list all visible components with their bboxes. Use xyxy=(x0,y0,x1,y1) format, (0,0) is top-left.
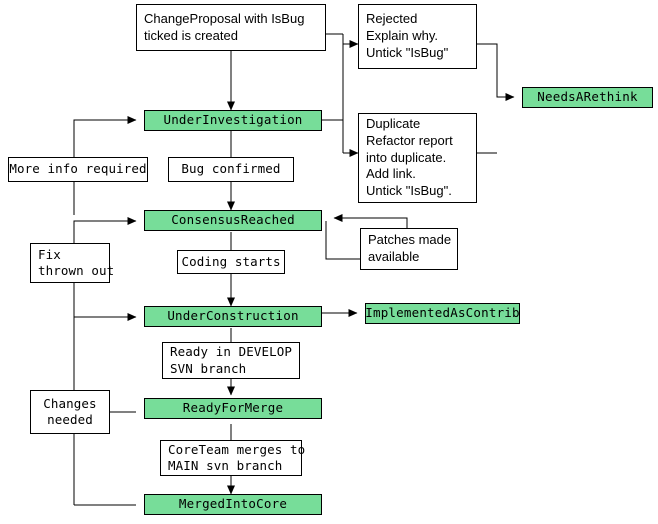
node-duplicate-line-0: Duplicate xyxy=(366,115,421,131)
node-needs-a-rethink[interactable]: NeedsARethink xyxy=(522,87,653,108)
node-change-proposal-line-1: ticked is created xyxy=(144,27,238,43)
node-under-investigation-label: UnderInvestigation xyxy=(163,112,303,128)
node-changes-needed-line-0: Changes xyxy=(43,395,97,411)
node-implemented-as-contrib[interactable]: ImplementedAsContrib xyxy=(365,303,520,324)
node-coreteam-merges-line-1: MAIN svn branch xyxy=(168,458,283,473)
node-coreteam-merges[interactable]: CoreTeam merges to MAIN svn branch xyxy=(160,440,306,476)
node-under-construction[interactable]: UnderConstruction xyxy=(144,306,322,327)
node-change-proposal-line-0: ChangeProposal with IsBug xyxy=(144,10,305,26)
node-coreteam-merges-line-0: CoreTeam merges to xyxy=(168,441,306,457)
node-rejected[interactable]: Rejected Explain why. Untick "IsBug" xyxy=(358,4,477,69)
node-patches-line-1: available xyxy=(368,249,420,264)
edge-consensus-to-patches xyxy=(325,221,360,260)
node-fix-thrown-out-line-1: thrown out xyxy=(38,263,115,278)
node-changes-needed-line-1: needed xyxy=(47,412,93,427)
node-ready-in-develop-line-0: Ready in DEVELOP xyxy=(170,344,293,360)
node-implemented-as-contrib-label: ImplementedAsContrib xyxy=(365,305,520,321)
node-ready-in-develop-line-1: SVN branch xyxy=(170,360,247,376)
node-rejected-line-0: Rejected xyxy=(366,11,418,27)
node-ready-for-merge[interactable]: ReadyForMerge xyxy=(144,398,322,419)
node-fix-thrown-out-line-0: Fix xyxy=(38,246,61,262)
edge-patches-to-consensus xyxy=(333,214,408,228)
node-bug-confirmed-line-0: Bug confirmed xyxy=(181,161,281,177)
node-change-proposal[interactable]: ChangeProposal with IsBug ticked is crea… xyxy=(136,4,326,51)
node-more-info-required[interactable]: More info required xyxy=(8,157,148,182)
node-duplicate-line-1: Refactor report xyxy=(366,132,453,148)
node-duplicate-line-2: into duplicate. xyxy=(366,149,447,165)
node-duplicate[interactable]: Duplicate Refactor report into duplicate… xyxy=(358,113,477,203)
node-merged-into-core-label: MergedIntoCore xyxy=(178,496,288,512)
node-consensus-reached[interactable]: ConsensusReached xyxy=(144,210,322,231)
node-patches-line-0: Patches made xyxy=(368,232,452,248)
node-duplicate-line-4: Untick "IsBug". xyxy=(366,183,452,199)
node-ready-for-merge-label: ReadyForMerge xyxy=(182,400,284,416)
node-fix-thrown-out[interactable]: Fix thrown out xyxy=(30,243,115,283)
node-patches-made-available[interactable]: Patches made available xyxy=(360,228,458,270)
edge-rejected-to-rethink xyxy=(477,43,515,101)
node-rejected-line-2: Untick "IsBug" xyxy=(366,44,449,60)
node-merged-into-core[interactable]: MergedIntoCore xyxy=(144,494,322,515)
node-changes-needed[interactable]: Changes needed xyxy=(30,390,110,434)
node-coding-starts[interactable]: Coding starts xyxy=(177,250,285,274)
node-rejected-line-1: Explain why. xyxy=(366,28,439,44)
node-more-info-required-line-0: More info required xyxy=(9,161,147,177)
node-under-investigation[interactable]: UnderInvestigation xyxy=(144,110,322,131)
node-bug-confirmed[interactable]: Bug confirmed xyxy=(168,157,294,182)
node-needs-a-rethink-label: NeedsARethink xyxy=(537,89,638,105)
node-coding-starts-line-0: Coding starts xyxy=(181,253,281,269)
node-ready-in-develop[interactable]: Ready in DEVELOP SVN branch xyxy=(162,342,300,379)
node-consensus-reached-label: ConsensusReached xyxy=(171,212,295,228)
node-under-construction-label: UnderConstruction xyxy=(167,308,299,324)
node-duplicate-line-3: Add link. xyxy=(366,166,416,182)
